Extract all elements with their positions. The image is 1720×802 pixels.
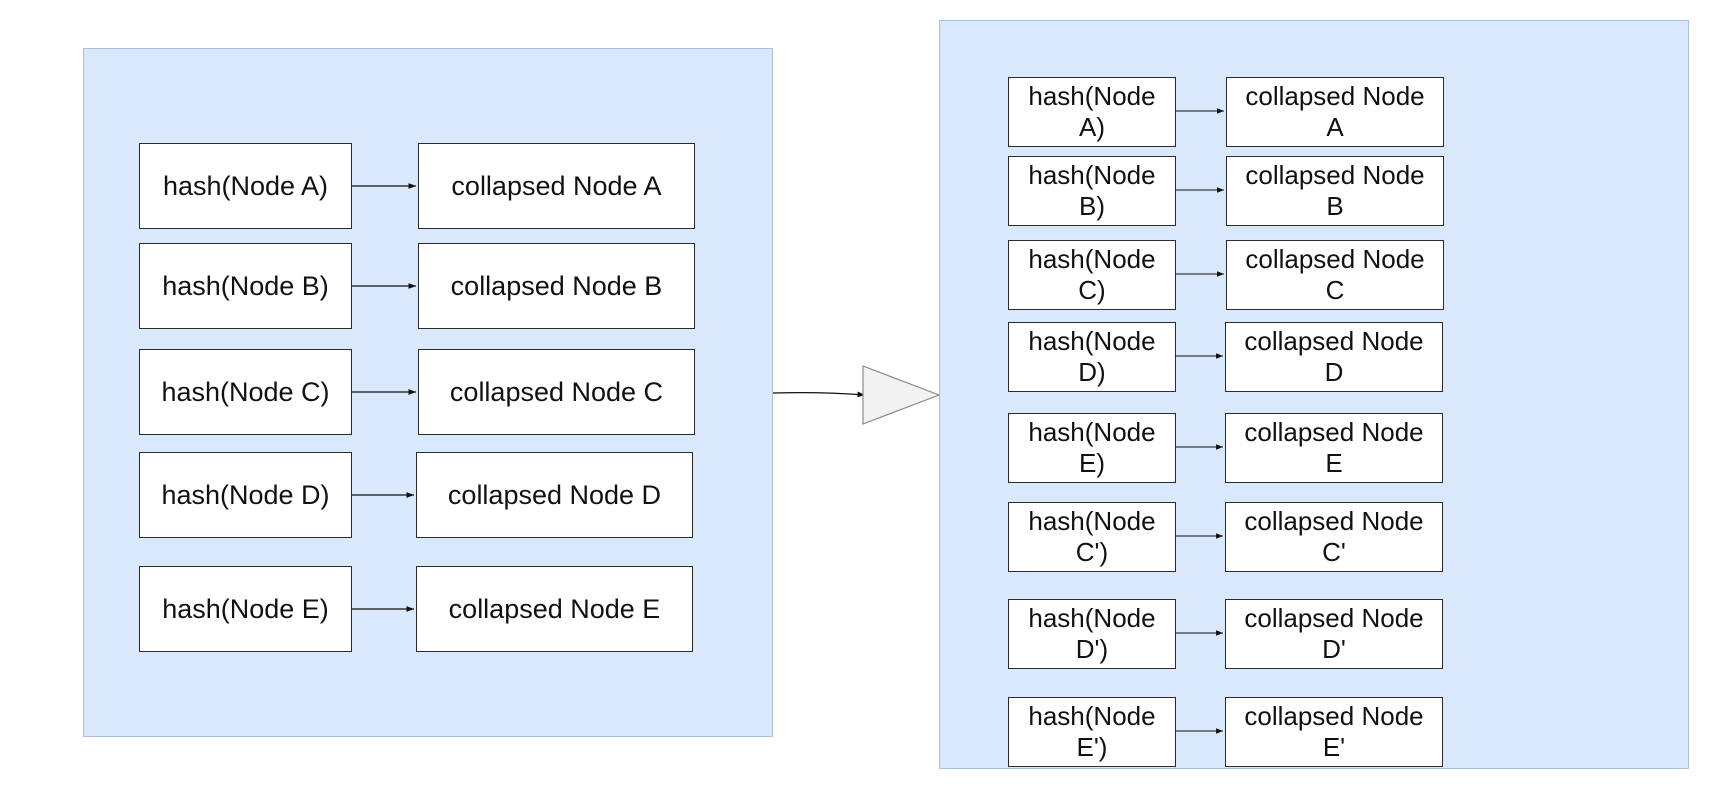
collapsed-node-c-prime: collapsed Node C' (1225, 502, 1443, 572)
left-panel: hash(Node A) collapsed Node A hash(Node … (83, 48, 773, 737)
collapsed-node-c: collapsed Node C (1226, 240, 1444, 310)
hash-node-e-prime: hash(Node E') (1008, 697, 1176, 767)
transform-triangle-icon (862, 365, 941, 425)
panel-connector-line (772, 391, 866, 398)
collapsed-node-a: collapsed Node A (418, 143, 695, 229)
hash-node-e: hash(Node E) (1008, 413, 1176, 483)
hash-node-c-prime: hash(Node C') (1008, 502, 1176, 572)
hash-node-a: hash(Node A) (139, 143, 352, 229)
collapsed-node-c: collapsed Node C (418, 349, 695, 435)
hash-node-a: hash(Node A) (1008, 77, 1176, 147)
hash-node-b: hash(Node B) (1008, 156, 1176, 226)
collapsed-node-d: collapsed Node D (1225, 322, 1443, 392)
collapsed-node-e-prime: collapsed Node E' (1225, 697, 1443, 767)
collapsed-node-b: collapsed Node B (418, 243, 695, 329)
hash-node-d: hash(Node D) (139, 452, 352, 538)
collapsed-node-b: collapsed Node B (1226, 156, 1444, 226)
collapsed-node-e: collapsed Node E (416, 566, 693, 652)
hash-node-d: hash(Node D) (1008, 322, 1176, 392)
collapsed-node-d: collapsed Node D (416, 452, 693, 538)
right-panel: hash(Node A) collapsed Node A hash(Node … (939, 20, 1689, 769)
collapsed-node-e: collapsed Node E (1225, 413, 1443, 483)
hash-node-b: hash(Node B) (139, 243, 352, 329)
hash-node-c: hash(Node C) (1008, 240, 1176, 310)
collapsed-node-d-prime: collapsed Node D' (1225, 599, 1443, 669)
hash-node-c: hash(Node C) (139, 349, 352, 435)
collapsed-node-a: collapsed Node A (1226, 77, 1444, 147)
hash-node-d-prime: hash(Node D') (1008, 599, 1176, 669)
hash-node-e: hash(Node E) (139, 566, 352, 652)
